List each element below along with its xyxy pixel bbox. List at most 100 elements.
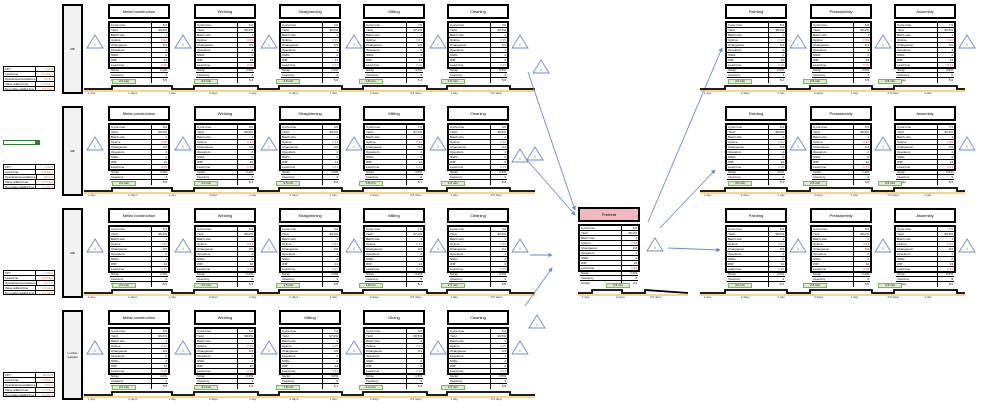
process-title: Welding <box>194 4 256 19</box>
kpi-value: 79.6% <box>35 383 54 387</box>
kpi-value: 5.0 days <box>35 72 54 76</box>
metric-value: 7.0 <box>406 23 423 27</box>
metric-label: Changeover <box>111 43 128 47</box>
metric-label: Batch size <box>581 236 595 240</box>
metric-label: Cycle time <box>728 227 743 231</box>
inventory-triangle <box>260 136 278 151</box>
metric-value: 0.90 <box>406 242 423 246</box>
metric-label: Operators <box>728 48 742 52</box>
metric-value: 5.1 <box>406 180 423 185</box>
metric-label: Cycle time <box>111 329 126 333</box>
process-title: Straightening <box>279 208 341 223</box>
metric-label: Batch size <box>897 135 911 139</box>
metric-label: Changeover <box>282 145 299 149</box>
metric-label: Cycle time <box>450 125 465 129</box>
non-value-added-time: 2 days <box>128 397 138 401</box>
metric-value: 6.0 <box>237 329 254 333</box>
inventory-triangle-label: I <box>798 247 799 251</box>
metric-label: Uptime <box>282 38 292 42</box>
metric-value: 5.0 <box>151 125 168 129</box>
metric-label: Yield <box>111 232 118 236</box>
inventory-triangle-label: I <box>354 349 355 353</box>
metric-label: Batch size <box>366 33 380 37</box>
metric-value: 2 <box>406 359 423 363</box>
metric-label: Lead time <box>813 165 827 169</box>
metric-label: Uptime <box>282 242 292 246</box>
non-value-added-time: 1 day <box>329 295 337 299</box>
metric-value: 0.6 <box>937 43 954 47</box>
value-added-time: 1.8 min <box>358 181 383 186</box>
metric-label: Shifts <box>728 155 736 159</box>
metric-value: 4 <box>853 277 870 281</box>
inventory-triangle <box>511 340 529 355</box>
metric-label: Changeover <box>366 247 383 251</box>
metric-value: 1 <box>768 33 785 37</box>
metric-label: Batch size <box>282 237 296 241</box>
metric-value: 0.6 <box>406 145 423 149</box>
metric-label: Shifts <box>197 155 205 159</box>
metric-value: 0.34 <box>237 369 254 373</box>
metric-value: 0.93 <box>237 140 254 144</box>
metric-label: WIP <box>197 160 203 164</box>
metric-label: Operators <box>450 48 464 52</box>
slider-thumb[interactable] <box>35 140 40 145</box>
metric-label: Lead time <box>366 63 380 67</box>
metric-label: Shifts <box>111 359 119 363</box>
inventory-triangle <box>958 136 976 151</box>
metric-label: Shifts <box>897 155 905 159</box>
metric-label: WIP <box>813 160 819 164</box>
metric-label: Scrap <box>197 68 205 72</box>
metric-value: 0.42 <box>406 63 423 67</box>
metric-value: 2 <box>406 53 423 57</box>
metric-value: 14 <box>406 58 423 62</box>
metric-label: Yield <box>728 28 735 32</box>
metric-label: WIP <box>282 160 288 164</box>
metric-value: 0.91 <box>322 140 339 144</box>
inventory-triangle-label: I <box>541 68 542 72</box>
metric-value: 2 <box>237 53 254 57</box>
inventory-triangle-label: I <box>655 246 656 250</box>
metric-label: WIP <box>450 262 456 266</box>
scenario-slider[interactable] <box>3 140 40 145</box>
metric-value: 2 <box>406 252 423 256</box>
inventory-triangle <box>429 238 447 253</box>
non-value-added-time: 2 days <box>289 397 299 401</box>
supplier-box: Mill <box>62 4 83 94</box>
